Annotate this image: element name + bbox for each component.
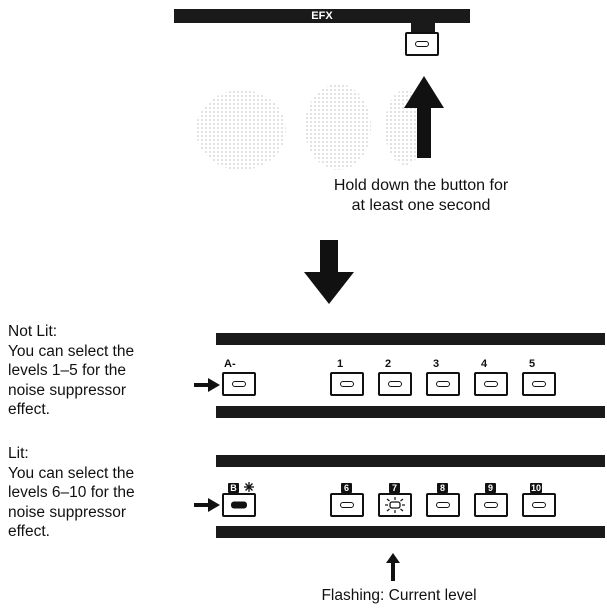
level-7-button-flashing[interactable] <box>378 493 412 517</box>
sparkle-icon <box>244 482 255 492</box>
button-label-10: 10 <box>530 483 543 493</box>
arrow-down-icon <box>304 240 354 304</box>
level-9-button[interactable] <box>474 493 508 517</box>
lit-description: Lit: You can select the levels 6–10 for … <box>8 444 193 542</box>
arrow-up-icon <box>404 76 444 158</box>
button-label-8: 8 <box>437 478 448 496</box>
efx-label: EFX <box>311 10 333 22</box>
button-label-5: 5 <box>529 358 536 370</box>
button-label-2: 2 <box>385 358 392 370</box>
level-2-button[interactable] <box>378 372 412 396</box>
efx-button[interactable] <box>405 32 439 56</box>
button-label-9: 9 <box>485 478 496 496</box>
button-label-a: A- <box>224 358 236 370</box>
panel-top-bar <box>216 333 605 345</box>
not-lit-description: Not Lit: You can select the levels 1–5 f… <box>8 322 188 420</box>
arrow-up-icon <box>386 553 400 581</box>
button-label-7: 7 <box>389 478 400 496</box>
panel-bottom-bar <box>216 526 605 538</box>
level-8-button[interactable] <box>426 493 460 517</box>
level-6-button[interactable] <box>330 493 364 517</box>
halftone-blob <box>305 84 371 170</box>
panel-top-bar <box>216 455 605 467</box>
halftone-blob <box>196 90 286 170</box>
flash-icon <box>385 497 405 513</box>
panel-bottom-bar <box>216 406 605 418</box>
level-4-button[interactable] <box>474 372 508 396</box>
efx-bar-stem <box>411 23 435 32</box>
button-label-b: B <box>228 478 255 496</box>
hold-caption: Hold down the button for at least one se… <box>333 177 509 214</box>
a-button[interactable] <box>222 372 256 396</box>
not-lit-heading: Not Lit: <box>8 323 58 340</box>
level-3-button[interactable] <box>426 372 460 396</box>
button-label-6: 6 <box>341 478 352 496</box>
arrow-right-icon <box>194 498 220 512</box>
b-button-lit[interactable] <box>222 493 256 517</box>
flashing-caption: Flashing: Current level <box>321 587 477 604</box>
level-5-button[interactable] <box>522 372 556 396</box>
button-label-3: 3 <box>433 358 440 370</box>
button-label-4: 4 <box>481 358 488 370</box>
arrow-right-icon <box>194 378 220 392</box>
level-1-button[interactable] <box>330 372 364 396</box>
lit-heading: Lit: <box>8 445 29 462</box>
button-label-1: 1 <box>337 358 344 370</box>
level-10-button[interactable] <box>522 493 556 517</box>
efx-bar <box>174 9 470 23</box>
